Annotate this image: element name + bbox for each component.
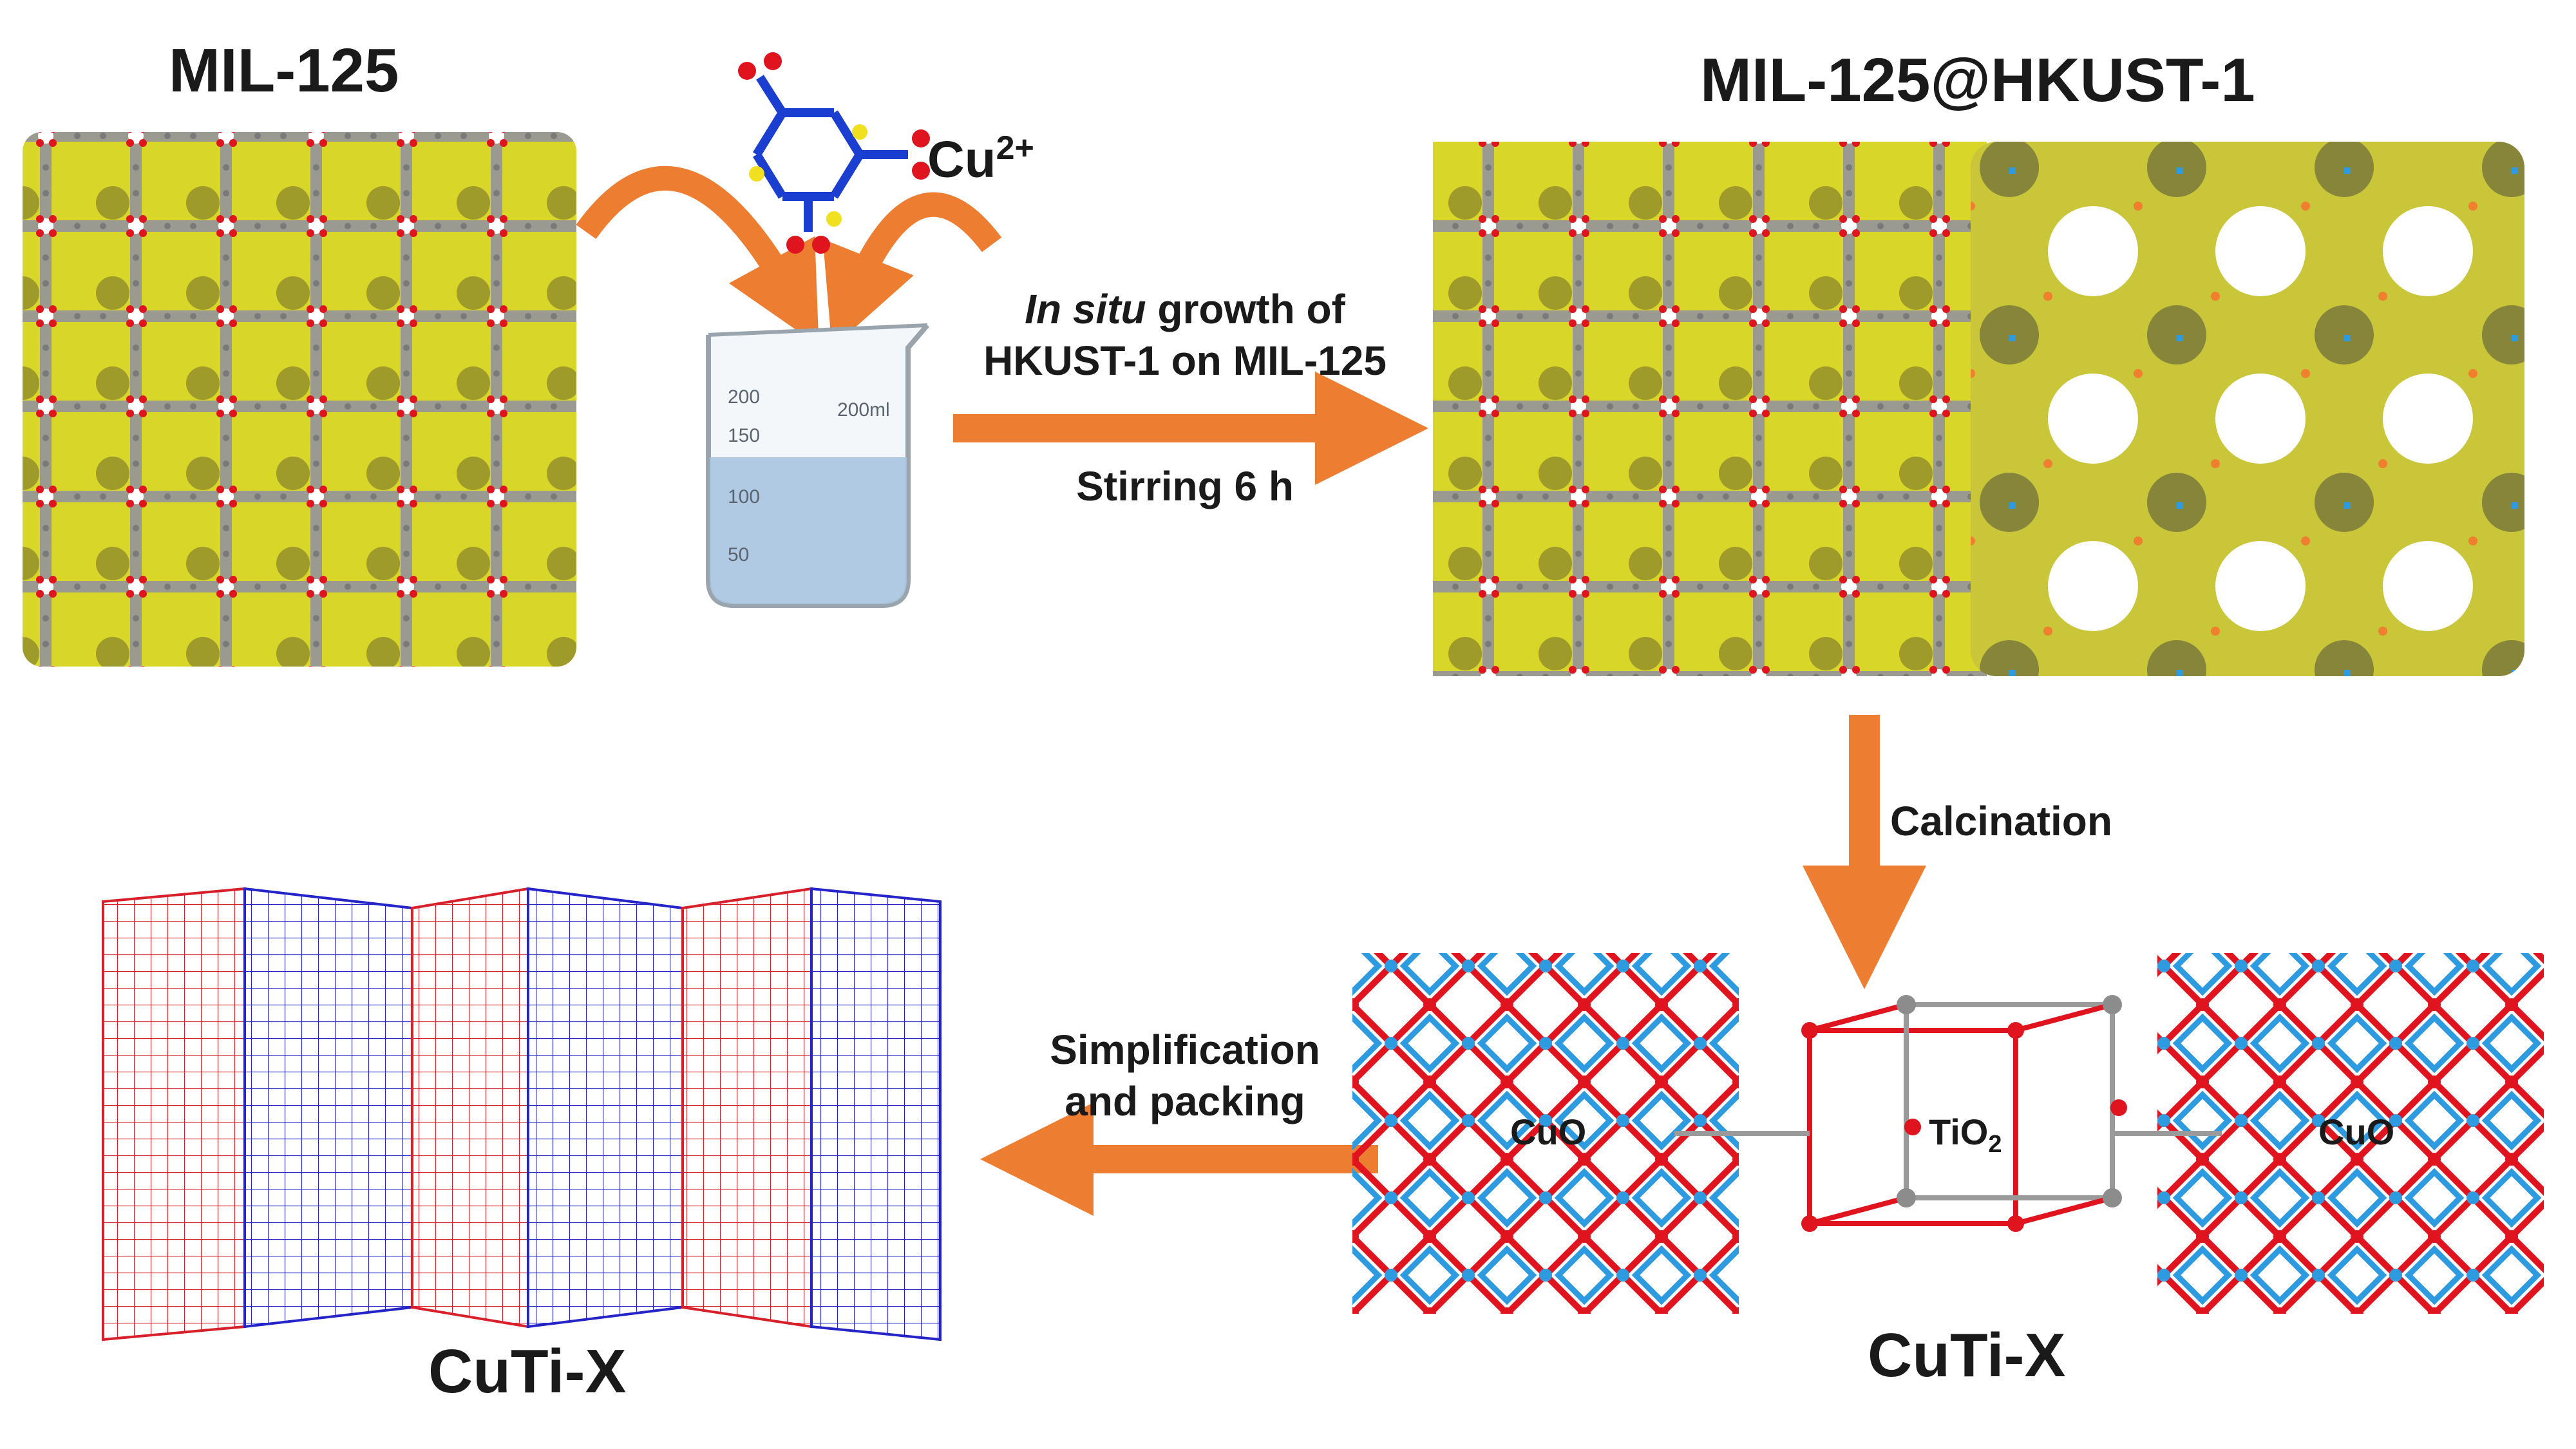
beaker-volume: 200ml (837, 399, 890, 421)
beaker (706, 323, 930, 608)
growth-label: In situ growth of HKUST-1 on MIL-125 (934, 283, 1436, 386)
simplification-label: Simplification and packing (1005, 1024, 1365, 1127)
cuti-left-title: CuTi-X (428, 1337, 627, 1406)
growth-line-1: In situ growth of (934, 283, 1436, 335)
simplification-line-2: and packing (1065, 1078, 1305, 1124)
beaker-mark-100: 100 (728, 486, 761, 507)
cuo-left-label: CuO (1510, 1112, 1587, 1152)
composite-structure (1433, 142, 2524, 676)
cu-ion-charge: 2+ (996, 129, 1034, 167)
stirring-label: Stirring 6 h (1076, 463, 1294, 509)
cuti-right-title: CuTi-X (1868, 1321, 2066, 1390)
simplification-line-1: Simplification (1050, 1027, 1320, 1073)
straight-arrows (953, 372, 1926, 1216)
calcination-label: Calcination (1890, 798, 2112, 844)
cu-ion-base: Cu (927, 130, 996, 188)
cu-ion-label: Cu2+ (927, 129, 1034, 189)
btc-linker-molecule (738, 52, 930, 254)
tio2-subscript: 2 (1988, 1131, 2002, 1159)
cuti-simplified-lattice (102, 887, 942, 1341)
tio2-base: TiO (1929, 1112, 1989, 1152)
composite-title: MIL-125@HKUST-1 (1700, 46, 2255, 115)
cuo-right-label: CuO (2318, 1112, 2395, 1152)
growth-line-1-rest: growth of (1146, 286, 1345, 332)
growth-in-situ: In situ (1025, 286, 1146, 332)
mil125-structure (23, 132, 576, 667)
cuti-atomic-structure (1352, 953, 2544, 1314)
curved-arrows (576, 166, 1002, 348)
beaker-mark-150: 150 (728, 425, 761, 446)
beaker-mark-50: 50 (728, 544, 750, 565)
tio2-cell (1807, 1002, 2115, 1226)
beaker-mark-200: 200 (728, 386, 761, 408)
tio2-label: TiO2 (1929, 1111, 2002, 1159)
growth-line-2: HKUST-1 on MIL-125 (983, 337, 1387, 384)
arrow-mil125-to-beaker (576, 166, 819, 346)
arrow-cu-to-beaker (822, 192, 1002, 348)
mil125-title: MIL-125 (169, 36, 399, 105)
